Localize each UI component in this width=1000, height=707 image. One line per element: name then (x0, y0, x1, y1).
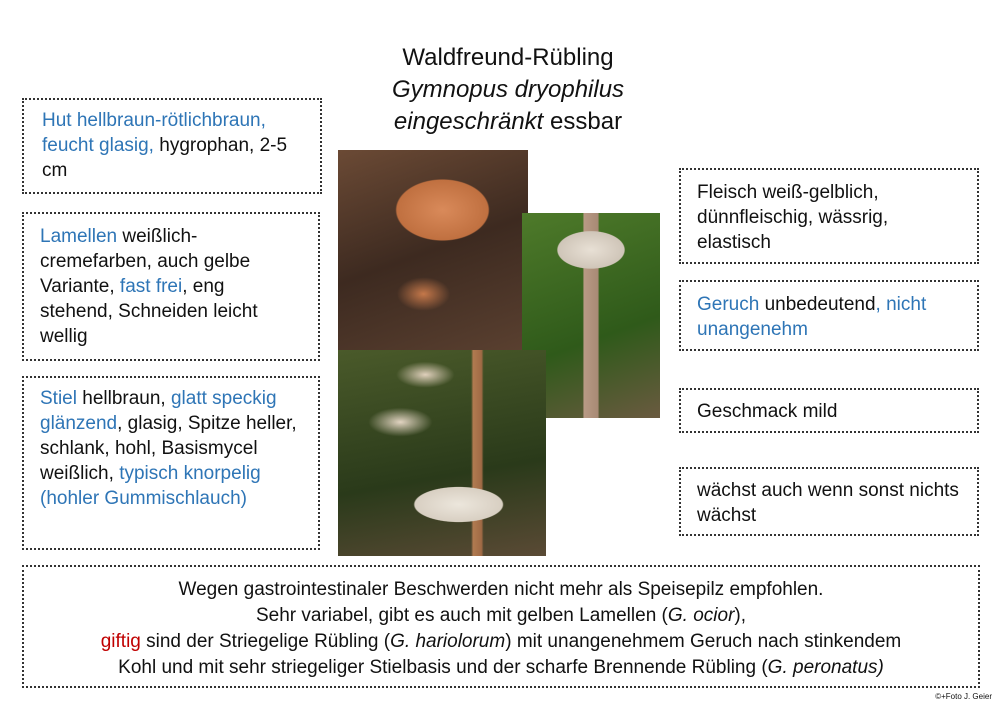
text: hellbraun, (76, 388, 171, 409)
text: G. hariolorum (390, 631, 506, 652)
edibility: eingeschränkt essbar (330, 106, 686, 138)
text: Wegen gastrointestinaler Beschwerden nic… (178, 579, 824, 600)
edibility-qualifier: eingeschränkt (393, 108, 544, 135)
text: Sehr variabel, gibt es auch mit gelben L… (40, 603, 962, 629)
text: Kohl und mit sehr striegeliger Stielbasi… (40, 655, 962, 681)
text: typisch knorpelig (hohler Gummischlauch) (40, 463, 261, 509)
geschmack-box: Geschmack mild (679, 388, 979, 433)
common-name: Waldfreund-Rübling (402, 44, 614, 71)
page-title: Waldfreund-Rübling Gymnopus dryophilus e… (330, 42, 686, 138)
text: sind der Striegelige Rübling ( (140, 631, 391, 652)
text: , nicht unangenehm (697, 294, 927, 340)
text: fast frei (119, 276, 183, 297)
photo-group (338, 350, 546, 556)
text: Hut hellbraun-rötlichbraun, (42, 110, 266, 131)
text: G. peronatus) (767, 657, 884, 678)
text: wächst auch wenn sonst nichts wächst (697, 480, 959, 526)
text: feucht glasig, (42, 135, 154, 156)
photo-cap-top (338, 150, 528, 350)
latin-name: Gymnopus dryophilus (391, 76, 625, 103)
stiel-box: Stiel hellbraun, glatt speckig glänzend,… (22, 376, 320, 550)
text: G. ocior (667, 605, 735, 626)
text: Kohl und mit sehr striegeliger Stielbasi… (118, 657, 768, 678)
text: Fleisch weiß-gelblich, dünnfleischig, wä… (697, 182, 889, 253)
text: Stiel (40, 388, 77, 409)
text: , eng stehend, Schneiden leicht wellig (40, 276, 258, 347)
text: ) mit unangenehmem Geruch nach stinkende… (505, 631, 902, 652)
hut-box: Hut hellbraun-rötlichbraun, feucht glasig… (22, 98, 322, 194)
text: Lamellen (40, 226, 118, 247)
fleisch-box: Fleisch weiß-gelblich, dünnfleischig, wä… (679, 168, 979, 264)
text: hygrophan, 2-5 cm (42, 135, 288, 181)
text: ), (734, 605, 747, 626)
edibility-value: essbar (543, 108, 623, 135)
text: Geschmack mild (697, 401, 838, 422)
text: , glasig, Spitze heller, schlank, hohl, … (40, 413, 297, 484)
text: Sehr variabel, gibt es auch mit gelben L… (255, 605, 668, 626)
notes-box: Wegen gastrointestinaler Beschwerden nic… (22, 565, 980, 688)
text: Geruch (697, 294, 760, 315)
text: unbedeutend (759, 294, 876, 315)
text: weißlich-cremefarben, auch gelbe Variant… (40, 226, 251, 297)
waechst-box: wächst auch wenn sonst nichts wächst (679, 467, 979, 536)
text: giftig sind der Striegelige Rübling (G. … (40, 629, 962, 655)
geruch-box: Geruch unbedeutend, nicht unangenehm (679, 280, 979, 351)
copyright: ©+Foto J. Geier (935, 692, 992, 701)
warning-text: giftig (100, 631, 141, 652)
text: glatt speckig glänzend (40, 388, 277, 434)
lamellen-box: Lamellen weißlich-cremefarben, auch gelb… (22, 212, 320, 361)
